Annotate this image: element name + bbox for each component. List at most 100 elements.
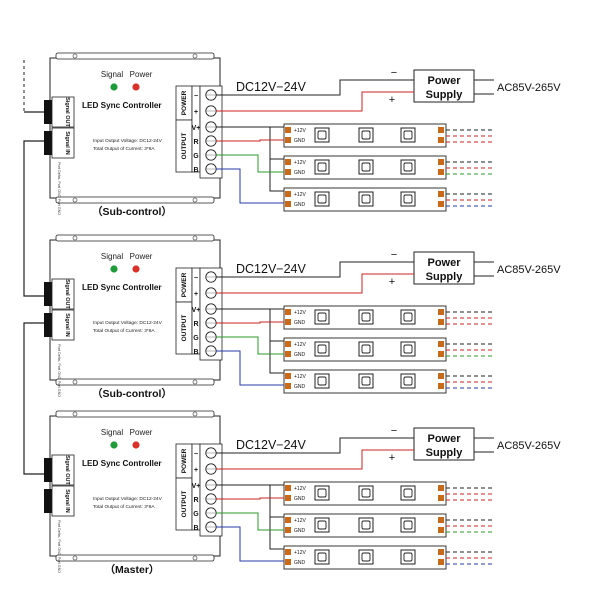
terminal-label-3: R <box>193 139 198 146</box>
strip-pad <box>438 201 444 207</box>
strip-gnd-label: GND <box>294 138 306 144</box>
terminal-label-0: − <box>194 93 198 100</box>
signal-out-connector <box>44 282 52 306</box>
screw-hole <box>192 555 198 561</box>
led-strip-1: +12V GND <box>283 305 494 330</box>
signal-in-connector <box>44 131 52 155</box>
screw-hole <box>192 379 198 385</box>
led-lens-icon <box>403 552 413 562</box>
screw-hole <box>72 197 78 203</box>
strip-pad <box>285 201 291 207</box>
signal-in-connector <box>44 313 52 337</box>
psu-minus-sign: − <box>391 249 397 261</box>
strip-gnd-label: GND <box>294 352 306 358</box>
led-strip-1: +12V GND <box>283 123 494 148</box>
screw-hole <box>72 53 78 59</box>
red-channel-wire <box>216 321 284 324</box>
strip-pad <box>438 485 444 491</box>
bottom-mounting-rail <box>55 554 215 562</box>
strip-pad <box>438 159 444 165</box>
led-lens-icon <box>361 162 371 172</box>
vplus-wire <box>269 159 284 192</box>
strip-v-label: +12V <box>294 310 306 316</box>
screw-hole <box>72 411 78 417</box>
strip-gnd-label: GND <box>294 560 306 566</box>
strip-pad <box>285 137 291 143</box>
strip-pad <box>438 351 444 357</box>
led-lens-icon <box>403 488 413 498</box>
strip-pad <box>438 137 444 143</box>
screw-hole <box>192 235 198 241</box>
terminal-label-1: + <box>194 467 198 474</box>
strip-pad <box>438 559 444 565</box>
strip-v-label: +12V <box>294 518 306 524</box>
led-lens-icon <box>317 376 327 386</box>
power-negative-wire <box>216 79 414 96</box>
terminal-label-0: − <box>194 275 198 282</box>
output-block-label: OUTPUT <box>181 491 188 518</box>
top-mounting-rail <box>55 52 215 60</box>
power-supply-line2: Supply <box>426 447 464 459</box>
strip-gnd-label: GND <box>294 320 306 326</box>
strip-pad <box>438 341 444 347</box>
strip-pad <box>438 527 444 533</box>
led-lens-icon <box>317 488 327 498</box>
strip-pad <box>285 351 291 357</box>
power-supply-line1: Power <box>427 433 461 445</box>
strip-v-label: +12V <box>294 550 306 556</box>
signal-in-jack <box>51 127 75 159</box>
power-block-label: POWER <box>181 90 188 115</box>
led-lens-icon <box>361 552 371 562</box>
strip-gnd-label: GND <box>294 202 306 208</box>
strip-pad <box>285 341 291 347</box>
ac-voltage-label: AC85V-265V <box>497 440 561 452</box>
controller-title: LED Sync Controller <box>82 283 162 292</box>
led-lens-icon <box>361 488 371 498</box>
screw-hole <box>192 411 198 417</box>
signal-indicator-label: Signal <box>101 70 123 79</box>
strip-pad <box>285 517 291 523</box>
strip-v-label: +12V <box>294 160 306 166</box>
led-lens-icon <box>361 312 371 322</box>
strip-pad <box>438 517 444 523</box>
power-positive-wire <box>216 91 414 112</box>
power-supply-box <box>413 251 475 285</box>
strip-v-label: +12V <box>294 128 306 134</box>
vplus-wire <box>269 517 284 550</box>
terminal-label-5: B <box>193 167 198 174</box>
terminal-label-4: G <box>193 335 199 342</box>
signal-in-jack <box>51 309 75 341</box>
screw-hole <box>192 197 198 203</box>
controller-caption: （Sub-control） <box>92 387 172 400</box>
strip-pad <box>285 549 291 555</box>
signal-out-connector <box>44 100 52 124</box>
vplus-wire <box>269 309 284 342</box>
vplus-wire <box>269 127 284 160</box>
strip-pad <box>285 159 291 165</box>
terminal-label-3: R <box>193 497 198 504</box>
strip-pad <box>438 169 444 175</box>
green-channel-wire <box>216 512 284 531</box>
screw-hole <box>72 235 78 241</box>
power-supply-line1: Power <box>427 257 461 269</box>
led-lens-icon <box>317 520 327 530</box>
controller-caption: （Sub-control） <box>92 205 172 218</box>
vplus-wire <box>269 485 284 518</box>
spec-current: Total Output of Current: 3*8A <box>93 146 155 152</box>
signal-in-label: Signal IN <box>64 313 70 337</box>
led-lens-icon <box>403 130 413 140</box>
power-indicator-label: Power <box>130 252 153 261</box>
power-led-icon <box>132 83 140 91</box>
strip-v-label: +12V <box>294 374 306 380</box>
power-led-icon <box>132 441 140 449</box>
red-channel-wire <box>216 139 284 142</box>
terminal-label-1: + <box>194 291 198 298</box>
strip-pad <box>438 309 444 315</box>
led-lens-icon <box>403 312 413 322</box>
ac-voltage-label: AC85V-265V <box>497 264 561 276</box>
top-mounting-rail <box>55 234 215 242</box>
terminal-label-5: B <box>193 349 198 356</box>
spec-voltage: Input Output Voltage: DC12-24V <box>93 138 163 144</box>
